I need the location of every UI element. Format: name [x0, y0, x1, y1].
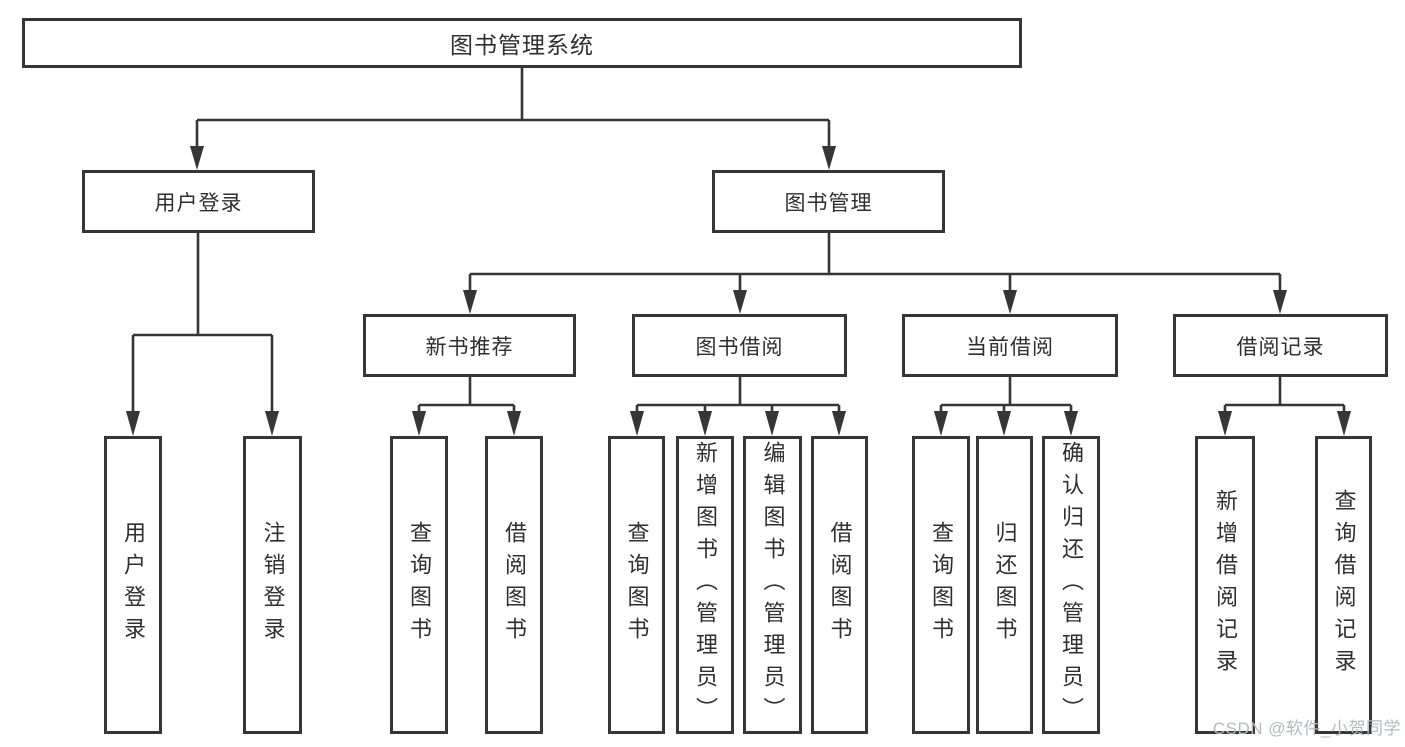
- leaf-logout: 注销登录: [243, 436, 302, 734]
- node-new-book-recommend-label: 新书推荐: [425, 335, 514, 359]
- arrowhead: [1337, 411, 1351, 436]
- node-user-login: 用户登录: [82, 170, 315, 233]
- leaf-add-borrow-record: 新增借阅记录: [1195, 436, 1255, 734]
- arrowhead: [997, 411, 1011, 436]
- node-book-management: 图书管理: [712, 170, 945, 233]
- node-current-borrow-label: 当前借阅: [966, 335, 1054, 359]
- node-current-borrow: 当前借阅: [902, 314, 1118, 377]
- leaf-query-books-3-label: 查询图书: [929, 521, 954, 649]
- leaf-return-books: 归还图书: [976, 436, 1033, 734]
- connector-user-login: [126, 233, 279, 436]
- leaf-user-login: 用户登录: [104, 436, 162, 734]
- leaf-borrow-books-1: 借阅图书: [485, 436, 543, 734]
- leaf-add-book-admin-label: 新增图书（管理员）: [693, 441, 718, 729]
- arrowhead: [698, 411, 712, 436]
- arrowhead: [463, 290, 477, 314]
- arrowhead: [126, 411, 140, 436]
- node-root: 图书管理系统: [22, 18, 1022, 68]
- leaf-return-books-label: 归还图书: [992, 521, 1018, 649]
- arrowhead: [765, 411, 779, 436]
- arrowhead: [832, 411, 846, 436]
- node-borrow-records: 借阅记录: [1173, 314, 1388, 377]
- arrowhead: [630, 411, 644, 436]
- leaf-query-books-3: 查询图书: [912, 436, 970, 734]
- node-borrow-records-label: 借阅记录: [1236, 335, 1325, 359]
- arrowhead: [412, 411, 426, 436]
- leaf-query-books-1-label: 查询图书: [407, 521, 432, 649]
- connector-root: [190, 68, 836, 170]
- csdn-watermark: CSDN @软件_小贺同学: [1212, 719, 1401, 738]
- leaf-borrow-books-2-label: 借阅图书: [827, 521, 853, 649]
- leaf-query-books-2: 查询图书: [608, 436, 665, 734]
- leaf-query-books-1: 查询图书: [390, 436, 448, 734]
- arrowhead: [507, 411, 521, 436]
- leaf-query-books-2-label: 查询图书: [624, 521, 650, 649]
- node-book-borrow: 图书借阅: [632, 314, 847, 377]
- arrowhead: [1003, 290, 1017, 314]
- leaf-edit-book-admin-label: 编辑图书（管理员）: [760, 441, 786, 729]
- leaf-confirm-return-admin: 确认归还（管理员）: [1042, 436, 1100, 734]
- arrowhead: [1273, 290, 1287, 314]
- node-user-login-label: 用户登录: [154, 191, 243, 215]
- connector-new-book-recommend: [412, 377, 521, 436]
- connector-current-borrow: [934, 377, 1078, 436]
- node-new-book-recommend: 新书推荐: [363, 314, 576, 377]
- leaf-logout-label: 注销登录: [260, 521, 286, 649]
- arrowhead: [1064, 411, 1078, 436]
- leaf-user-login-label: 用户登录: [121, 521, 146, 649]
- leaf-query-borrow-record: 查询借阅记录: [1315, 436, 1372, 734]
- leaf-confirm-return-admin-label: 确认归还（管理员）: [1059, 441, 1084, 729]
- leaf-edit-book-admin: 编辑图书（管理员）: [743, 436, 802, 734]
- leaf-borrow-books-1-label: 借阅图书: [502, 521, 527, 649]
- connector-borrow-records: [1218, 377, 1351, 436]
- leaf-add-book-admin: 新增图书（管理员）: [676, 436, 734, 734]
- node-root-label: 图书管理系统: [450, 32, 594, 58]
- arrowhead: [190, 146, 204, 170]
- node-book-management-label: 图书管理: [784, 191, 873, 215]
- arrowhead: [822, 146, 836, 170]
- arrowhead: [733, 290, 747, 314]
- arrowhead: [934, 411, 948, 436]
- arrowhead: [1218, 411, 1232, 436]
- leaf-add-borrow-record-label: 新增借阅记录: [1213, 489, 1238, 681]
- leaf-borrow-books-2: 借阅图书: [811, 436, 868, 734]
- leaf-query-borrow-record-label: 查询借阅记录: [1331, 489, 1357, 681]
- connector-book-management: [463, 233, 1287, 314]
- connector-book-borrow: [630, 377, 846, 436]
- arrowhead: [265, 411, 279, 436]
- node-book-borrow-label: 图书借阅: [695, 335, 784, 359]
